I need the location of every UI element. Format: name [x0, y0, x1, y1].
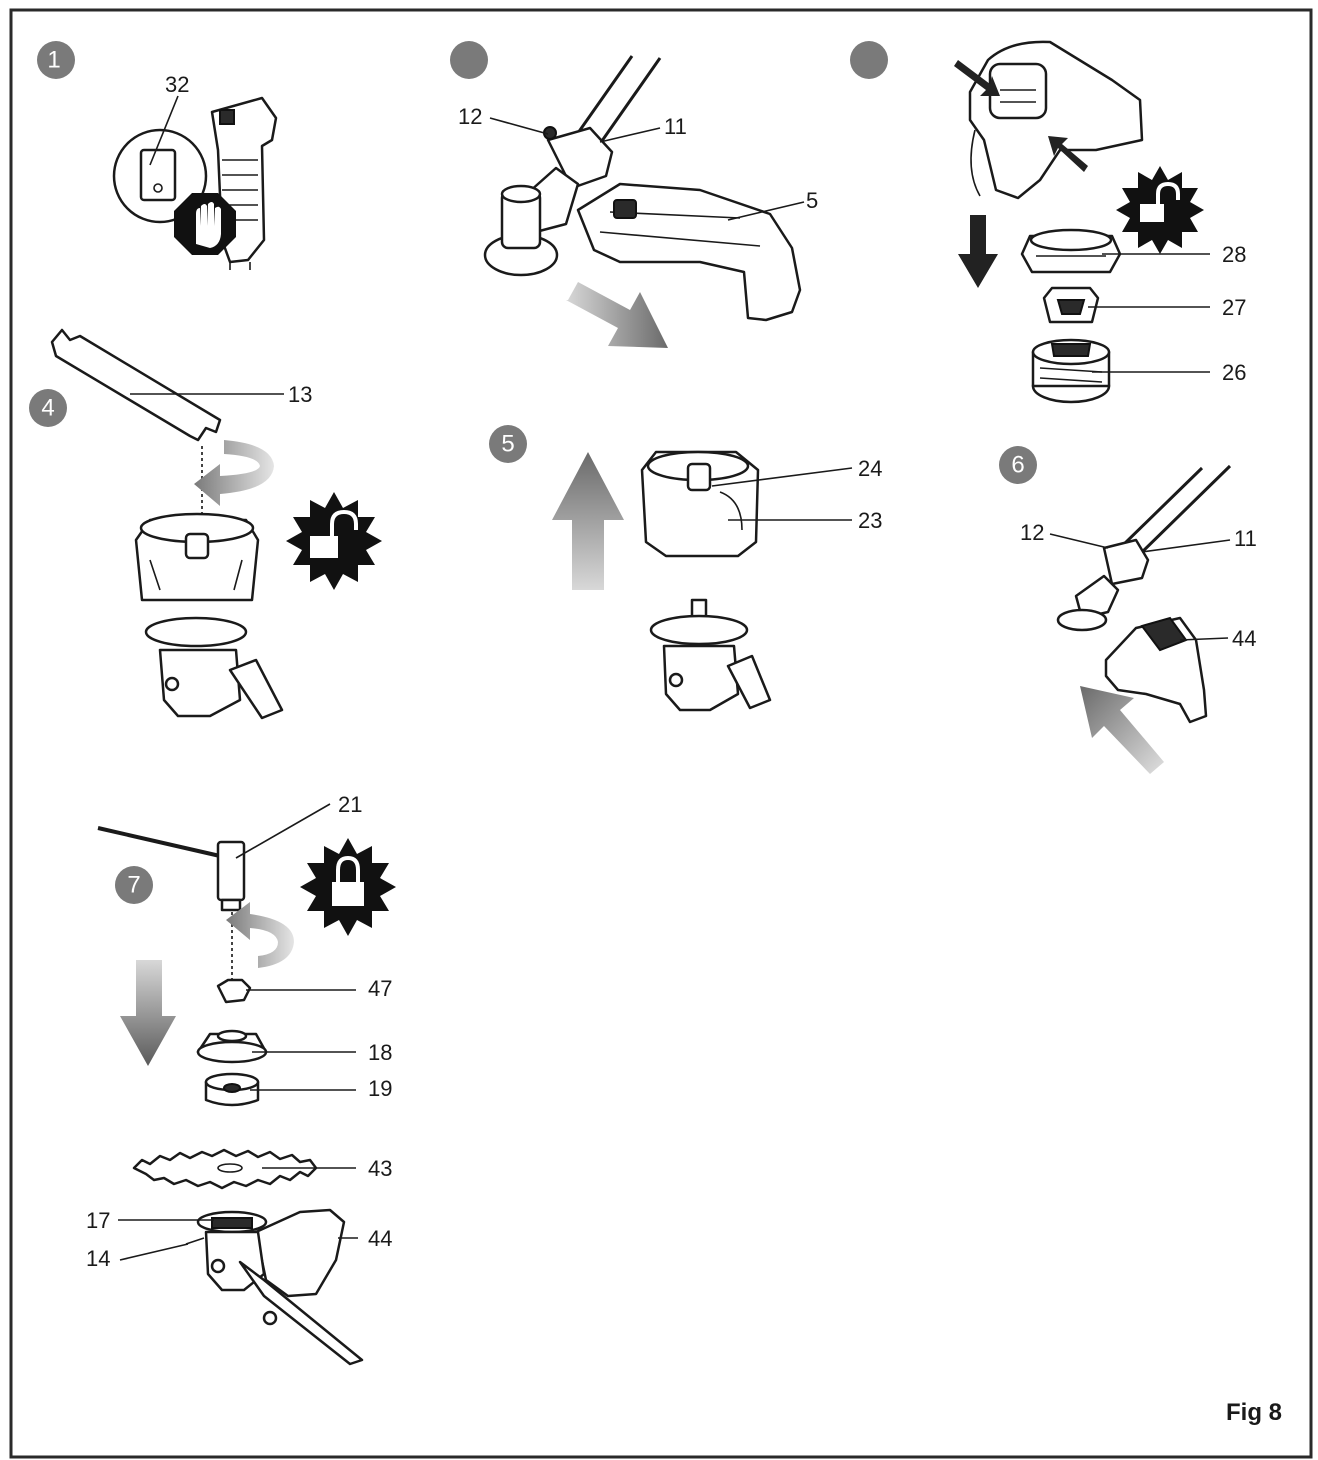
drive-shaft-6 — [1118, 464, 1232, 558]
up-arrow-icon — [552, 452, 624, 590]
callout-21: 21 — [338, 792, 362, 817]
spool-spring — [1042, 286, 1100, 324]
pull-down-arrow-icon — [958, 215, 998, 288]
gear-head-bare — [649, 598, 772, 712]
callout-44-step7: 44 — [368, 1226, 392, 1251]
panel-step-2: 12 11 5 — [450, 41, 818, 348]
panel-step-3: 28 27 26 — [850, 40, 1246, 404]
step-number-7: 7 — [127, 872, 140, 899]
step-marker-1 — [37, 41, 75, 79]
cutting-blade — [132, 1148, 318, 1190]
step-marker-7 — [115, 866, 153, 904]
leader-32 — [149, 95, 179, 166]
callout-24: 24 — [858, 456, 882, 481]
cup-washer — [196, 1029, 268, 1064]
leader-11-step6 — [1141, 539, 1231, 553]
down-arrow-icon — [120, 960, 176, 1066]
step-number-5: 5 — [501, 431, 514, 458]
callout-12-step6: 12 — [1020, 520, 1044, 545]
callout-18: 18 — [368, 1040, 392, 1065]
leader-11-top — [599, 127, 661, 143]
callout-47: 47 — [368, 976, 392, 1001]
power-switch-inset — [112, 128, 208, 224]
callout-26: 26 — [1222, 360, 1246, 385]
callout-11-top: 11 — [664, 114, 687, 139]
flange — [204, 1072, 260, 1107]
leader-44-step6 — [1179, 637, 1229, 641]
step-marker-2 — [450, 41, 488, 79]
callout-11-step6: 11 — [1234, 526, 1257, 551]
step-marker-3 — [850, 41, 888, 79]
stop-hand-icon — [174, 193, 236, 255]
step-number-6: 6 — [1011, 452, 1024, 479]
step-number-1: 1 — [47, 47, 60, 74]
line-spool — [1031, 338, 1111, 404]
leader-14 — [119, 1243, 189, 1261]
panel-step-7: 7 21 47 18 — [86, 792, 396, 1366]
spanner-wrench — [50, 328, 222, 442]
panel-step-5: 5 24 23 — [489, 425, 882, 712]
panel-step-6: 6 12 11 44 — [999, 446, 1257, 774]
trimmer-head-assembly — [134, 512, 284, 720]
callout-12-top: 12 — [458, 104, 482, 129]
panel-step-1: 1 32 — [37, 41, 278, 270]
rotate-arrow-7-icon — [226, 902, 294, 968]
spool-cover — [1020, 228, 1122, 274]
leader-12-top — [489, 117, 549, 135]
step-marker-4 — [29, 389, 67, 427]
lock-badge-icon — [300, 838, 396, 936]
direction-arrow-icon — [566, 282, 668, 348]
diag-up-arrow-icon — [1080, 686, 1164, 774]
rotate-arrow-icon — [194, 440, 274, 506]
callout-23: 23 — [858, 508, 882, 533]
callout-32: 32 — [165, 72, 189, 97]
squeeze-arrow-right-icon — [1048, 136, 1088, 172]
callout-14: 14 — [86, 1246, 110, 1271]
step-marker-6 — [999, 446, 1037, 484]
callout-27: 27 — [1222, 295, 1246, 320]
callout-44-step6: 44 — [1232, 626, 1256, 651]
step-marker-5 — [489, 425, 527, 463]
figure-border — [9, 8, 1313, 1459]
panel-step-4: 4 13 — [29, 328, 382, 720]
hand-squeezing-spool — [968, 40, 1144, 200]
gear-head-with-guard — [185, 1208, 364, 1366]
leader-24 — [711, 467, 853, 487]
callout-43: 43 — [368, 1156, 392, 1181]
figure-label: Fig 8 — [1226, 1399, 1282, 1426]
callout-13: 13 — [288, 382, 312, 407]
unlock-badge-4-icon — [286, 492, 382, 590]
blade-guard-6 — [1104, 616, 1208, 724]
leader-21 — [235, 803, 331, 859]
leader-12-step6 — [1049, 533, 1109, 549]
callout-19: 19 — [368, 1076, 392, 1101]
leader-5 — [727, 201, 805, 221]
grass-guard — [576, 182, 802, 322]
callout-5: 5 — [806, 188, 818, 213]
unlock-badge-icon — [1116, 166, 1204, 254]
callout-17: 17 — [86, 1208, 110, 1233]
step-number-4: 4 — [41, 395, 54, 422]
callout-28: 28 — [1222, 242, 1246, 267]
nut — [216, 978, 252, 1004]
squeeze-arrow-left-icon — [954, 60, 1000, 96]
spool-housing — [640, 450, 760, 558]
